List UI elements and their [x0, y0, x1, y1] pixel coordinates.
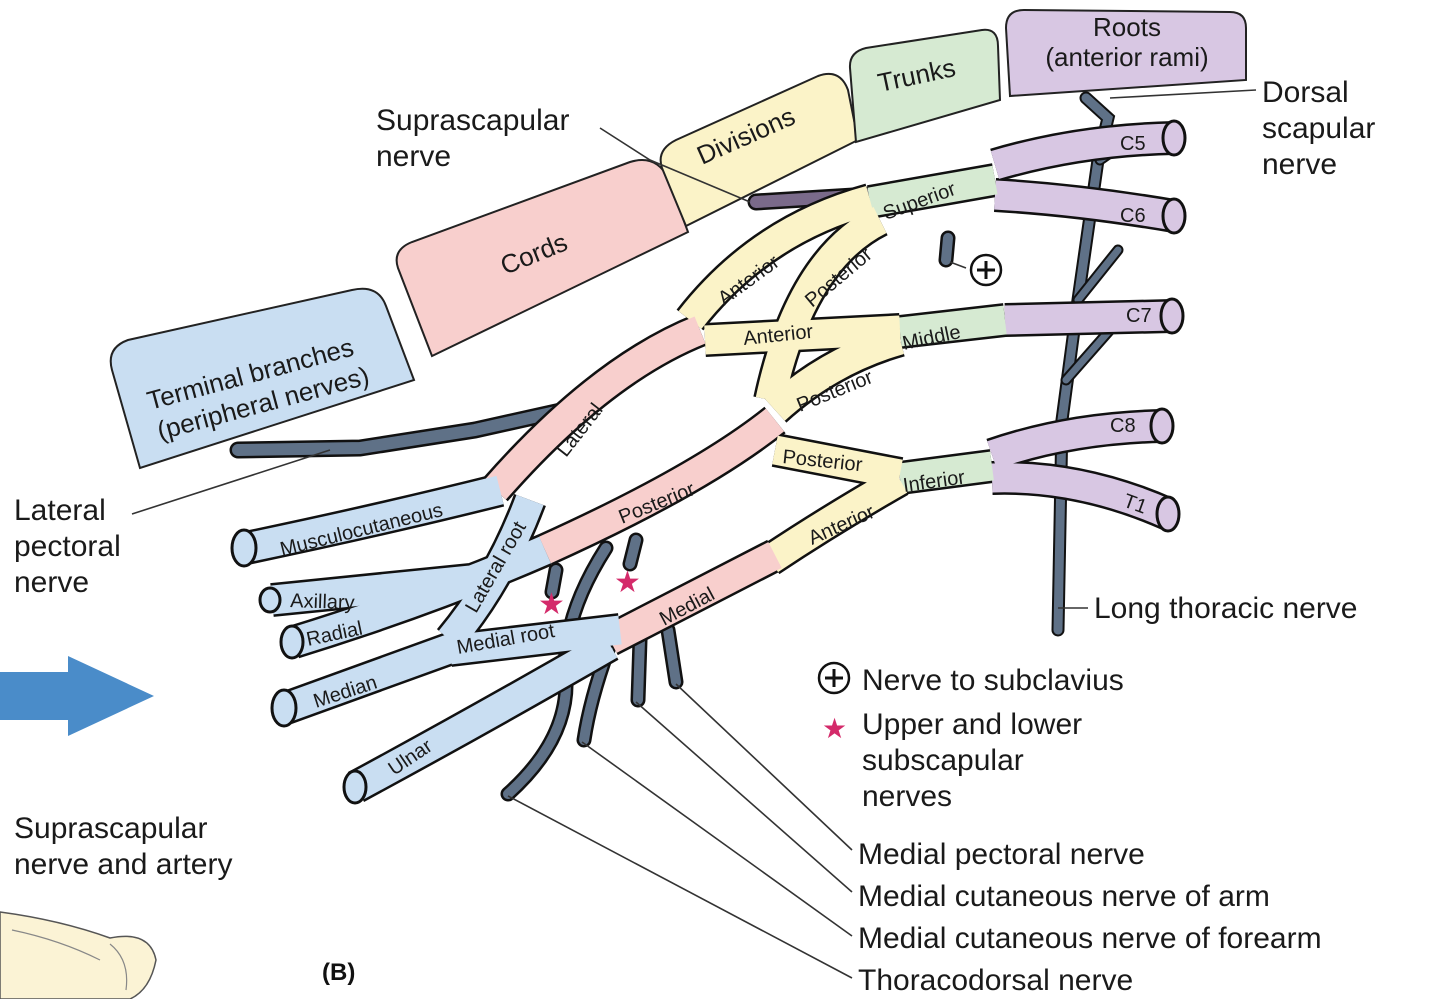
terminal-axillary-label: Axillary: [290, 590, 355, 614]
root-c5: [990, 123, 1175, 179]
division-inferior-anterior: [761, 467, 908, 573]
thoracodorsal-label: Thoracodorsal nerve: [858, 964, 1133, 997]
cord-posterior: [539, 408, 785, 564]
root-c7-label: C7: [1126, 305, 1152, 327]
header-trunks: Trunks: [848, 28, 1002, 144]
header-terminal-branches: Terminal branches (peripheral nerves): [109, 287, 416, 470]
legend-subscapular-line2: subscapular: [862, 744, 1024, 777]
svg-text:Dorsal: Dorsal: [1262, 76, 1349, 109]
trunk-middle: [898, 305, 1007, 347]
header-roots-line2: (anterior rami): [1045, 42, 1208, 72]
long-thoracic-nerve: [1051, 91, 1146, 637]
medial-cutaneous-forearm-label: Medial cutaneous nerve of forearm: [858, 922, 1322, 955]
svg-text:pectoral: pectoral: [14, 530, 121, 563]
orientation-arrow-icon: [0, 656, 154, 736]
root-caps: [1149, 119, 1187, 533]
terminal-medial-root: [448, 615, 622, 665]
medial-pectoral-label: Medial pectoral nerve: [858, 838, 1145, 871]
legend-subclavius-label: Nerve to subclavius: [862, 664, 1124, 697]
root-c8-label: C8: [1110, 415, 1136, 437]
legend-star-icon: ★: [822, 713, 847, 744]
header-roots: Roots (anterior rami): [1004, 8, 1247, 98]
plexus-bands: [242, 121, 1177, 802]
bone-sketch: [0, 911, 157, 999]
svg-text:★: ★: [614, 566, 641, 599]
division-superior-posterior: [755, 207, 887, 404]
terminal-median: [281, 631, 465, 722]
svg-text:★: ★: [538, 588, 565, 621]
header-roots-line1: Roots: [1093, 12, 1161, 42]
cord-medial: [603, 542, 782, 653]
legend-subscapular-line1: Upper and lower: [862, 708, 1082, 741]
terminal-lateral-root: [438, 494, 544, 650]
svg-text:Suprascapular: Suprascapular: [376, 104, 569, 137]
root-t1: [991, 463, 1174, 528]
subclavius-marker-icon: [949, 253, 1003, 287]
medial-cutaneous-arm-label: Medial cutaneous nerve of arm: [858, 880, 1270, 913]
root-c8: [987, 411, 1163, 469]
svg-text:nerve: nerve: [1262, 148, 1337, 181]
lateral-pectoral-label: Lateral pectoral nerve: [14, 494, 121, 599]
svg-text:nerve: nerve: [376, 140, 451, 173]
terminal-ulnar: [349, 632, 618, 800]
suprascapular-artery-label: Suprascapular nerve and artery: [14, 812, 232, 881]
terminal-musculocutaneous: [243, 475, 504, 563]
medial-pectoral-branch: [660, 622, 684, 690]
subscapular-star-1: ★: [538, 588, 565, 621]
cord-lateral: [484, 316, 706, 500]
trunk-superior: [867, 165, 998, 217]
division-inferior-posterior: [772, 435, 903, 489]
header-cords: Cords: [395, 159, 690, 358]
figure-tag: (B): [322, 959, 355, 986]
subscapular-star-2: ★: [614, 566, 641, 599]
legend-subscapular-line3: nerves: [862, 780, 952, 813]
svg-text:nerve: nerve: [14, 566, 89, 599]
subscapular-branches: [544, 532, 644, 600]
terminal-caps: [230, 528, 368, 805]
suprascapular-nerve-label: Suprascapular nerve: [376, 104, 569, 173]
leader-lines: [131, 89, 1257, 979]
svg-text:nerve and artery: nerve and artery: [14, 848, 232, 881]
trunk-inferior: [898, 451, 994, 493]
legend-subclavius-icon: [817, 661, 851, 695]
lateral-pectoral-nerve: [229, 401, 574, 459]
division-middle-anterior: [704, 315, 901, 355]
svg-text:Lateral: Lateral: [14, 494, 106, 527]
dorsal-scapular-label: Dorsal scapular nerve: [1262, 76, 1375, 181]
svg-text:Suprascapular: Suprascapular: [14, 812, 207, 845]
root-c6: [994, 180, 1177, 231]
medial-cutaneous-arm-branch: [630, 632, 648, 708]
root-c6-label: C6: [1120, 205, 1146, 227]
division-superior-anterior: [678, 186, 874, 329]
legend: Nerve to subclavius ★ Upper and lower su…: [817, 661, 1124, 813]
svg-text:scapular: scapular: [1262, 112, 1375, 145]
division-middle-posterior: [765, 326, 905, 421]
root-c5-label: C5: [1120, 133, 1146, 155]
long-thoracic-label: Long thoracic nerve: [1094, 592, 1358, 625]
nerve-to-subclavius: [938, 230, 956, 268]
root-c7: [1004, 301, 1173, 335]
